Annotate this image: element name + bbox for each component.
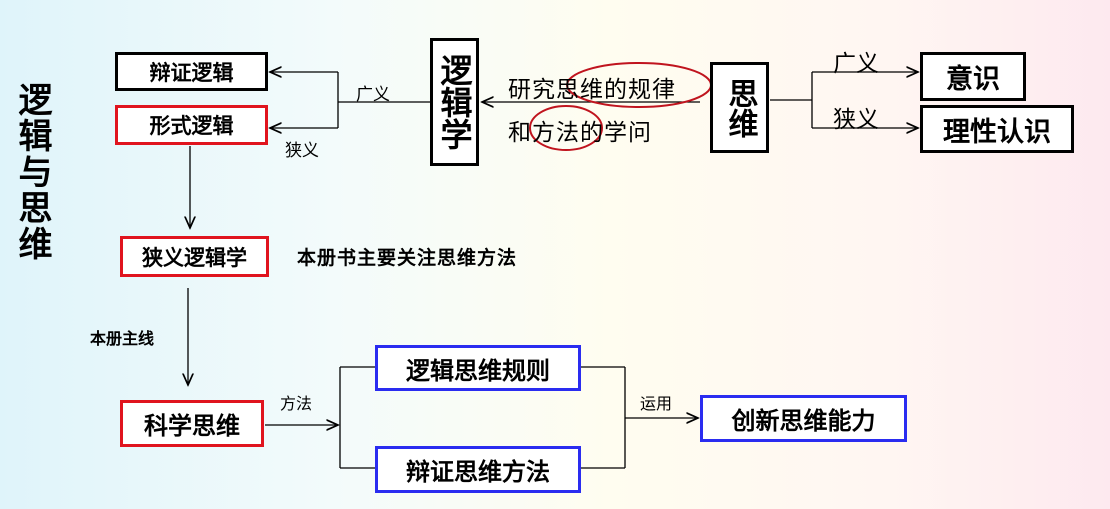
dialectical-logic-box: 辩证逻辑 xyxy=(115,52,268,91)
logic-rules-box: 逻辑思维规则 xyxy=(375,345,581,391)
formal-logic-box: 形式逻辑 xyxy=(115,105,268,145)
highlight-ellipse-methods xyxy=(529,105,603,151)
logic-branch-line xyxy=(337,72,430,128)
thinking-branch-line xyxy=(770,72,813,128)
narrow-label-right: 狭义 xyxy=(833,107,879,133)
rational-cognition-box: 理性认识 xyxy=(920,105,1074,153)
innovative-ability-box: 创新思维能力 xyxy=(700,395,907,442)
method-label: 方法 xyxy=(280,394,313,413)
scientific-thinking-box: 科学思维 xyxy=(120,400,264,447)
narrow-logic-box: 狭义逻辑学 xyxy=(120,236,269,277)
narrow-label-left: 狭义 xyxy=(285,141,319,161)
apply-label: 运用 xyxy=(640,394,673,413)
definition-line-1: 研究思维的规律 xyxy=(508,77,676,103)
dialectical-methods-box: 辩证思维方法 xyxy=(375,446,581,493)
main-line-label: 本册主线 xyxy=(90,329,155,348)
broad-label-right: 广义 xyxy=(833,51,879,77)
definition-line-2: 和方法的学问 xyxy=(508,120,652,146)
apply-bracket xyxy=(580,366,626,469)
thinking-box: 思维 xyxy=(710,62,769,153)
broad-label-left: 广义 xyxy=(356,85,390,105)
consciousness-box: 意识 xyxy=(920,52,1026,101)
page-title: 逻辑与思维 xyxy=(12,82,52,262)
logic-box: 逻辑学 xyxy=(430,38,479,166)
focus-note: 本册书主要关注思维方法 xyxy=(297,247,518,269)
method-bracket xyxy=(339,366,375,469)
